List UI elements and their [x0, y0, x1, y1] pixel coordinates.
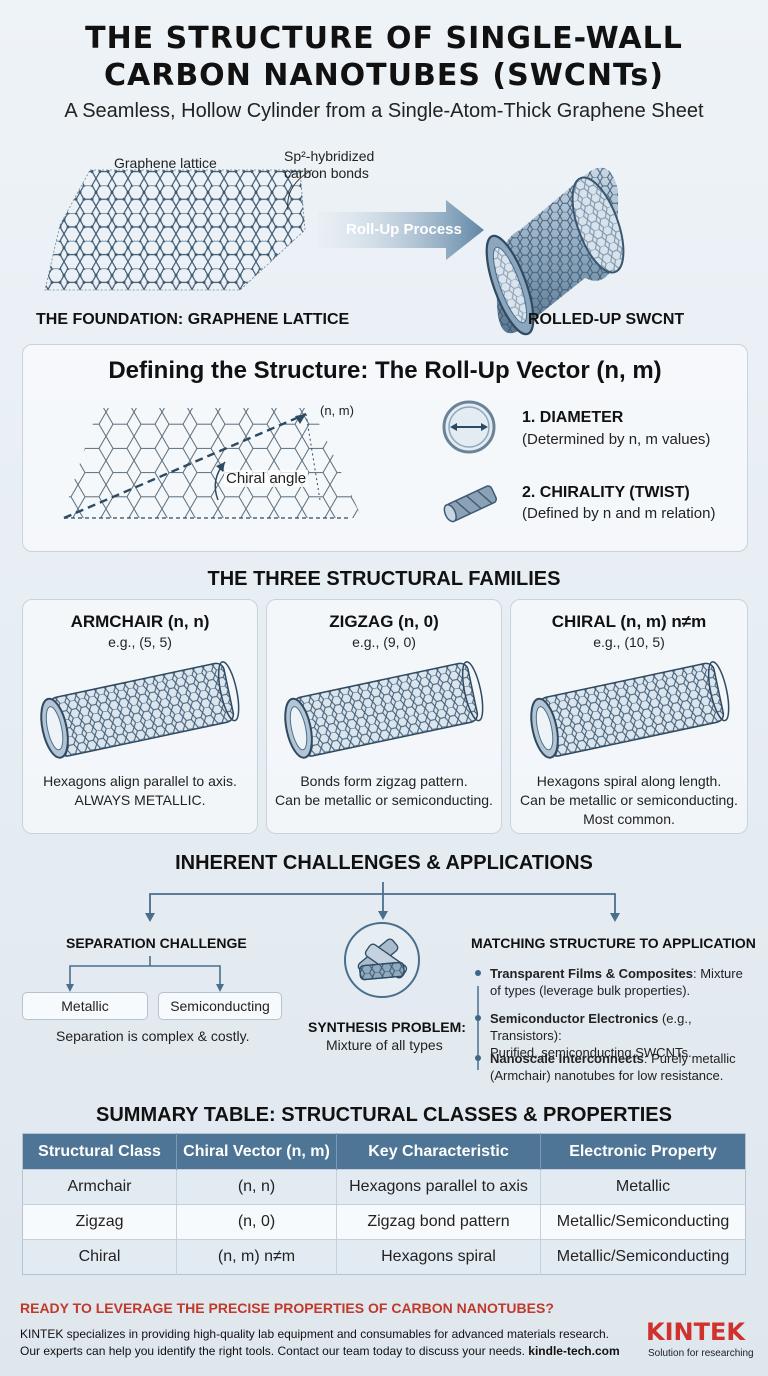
kintek-logo: KINTEK — [646, 1318, 745, 1346]
family-title: CHIRAL (n, m) n≠m — [551, 612, 707, 631]
rolled-up-caption: ROLLED-UP SWCNT — [528, 311, 685, 328]
families-heading: THE THREE STRUCTURAL FAMILIES — [207, 568, 561, 590]
column-header: Structural Class — [22, 1133, 177, 1170]
app-item-line2: (Armchair) nanotubes for low resistance. — [490, 1068, 724, 1083]
semiconducting-pill: Semiconducting — [158, 992, 282, 1020]
separation-note: Separation is complex & costly. — [56, 1028, 250, 1044]
bullet-dot — [475, 1015, 481, 1021]
armchair-nanotube-illustration — [40, 661, 240, 759]
table-row: Zigzag (n, 0) Zigzag bond pattern Metall… — [22, 1204, 746, 1240]
table-row: Armchair (n, n) Hexagons parallel to axi… — [22, 1169, 746, 1205]
table-header-row: Structural Class Chiral Vector (n, m) Ke… — [22, 1133, 746, 1170]
chiral-vector-diagram — [62, 408, 362, 520]
chirality-title: 2. CHIRALITY (TWIST) — [522, 484, 690, 501]
cta-line-2: Our experts can help you identify the ri… — [20, 1344, 525, 1358]
family-desc: Hexagons spiral along length. Can be met… — [511, 772, 747, 829]
synthesis-title: SYNTHESIS PROBLEM: — [308, 1019, 466, 1035]
app-item: Nanoscale Interconnects: Purely metallic… — [490, 1050, 760, 1084]
bond-label: Sp²-hybridized carbon bonds — [284, 148, 374, 182]
family-desc-line: Hexagons spiral along length. — [536, 773, 722, 789]
table-cell: Hexagons parallel to axis — [336, 1169, 541, 1205]
app-item: Transparent Films & Composites: Mixture … — [490, 965, 760, 999]
table-cell: (n, n) — [176, 1169, 337, 1205]
family-desc-line: Most common. — [583, 811, 675, 827]
app-item-line2: of types (leverage bulk properties). — [490, 983, 691, 998]
title-line-1: THE STRUCTURE OF SINGLE-WALL — [85, 21, 683, 56]
family-desc-line: Hexagons align parallel to axis. — [43, 773, 237, 789]
family-desc-line: Can be metallic or semiconducting. — [520, 792, 738, 808]
chiral-nanotube-illustration — [530, 661, 730, 759]
diameter-icon — [442, 400, 496, 454]
page-subtitle: A Seamless, Hollow Cylinder from a Singl… — [64, 100, 704, 122]
roll-up-arrow-label: Roll-Up Process — [346, 221, 462, 238]
column-header: Key Characteristic — [336, 1133, 541, 1170]
roll-up-arrow-icon — [318, 200, 484, 260]
summary-heading: SUMMARY TABLE: STRUCTURAL CLASSES & PROP… — [96, 1104, 672, 1126]
table-cell: Metallic/Semiconducting — [540, 1204, 746, 1240]
graphene-lattice-illustration — [44, 167, 625, 336]
app-item-rest: (e.g., Transistors): — [490, 1011, 692, 1043]
table-cell: Zigzag — [22, 1204, 177, 1240]
challenges-heading: INHERENT CHALLENGES & APPLICATIONS — [175, 852, 593, 874]
family-title: ARMCHAIR (n, n) — [70, 612, 210, 631]
title-line-2: CARBON NANOTUBES (SWCNTs) — [103, 58, 664, 93]
app-item: Semiconductor Electronics (e.g., Transis… — [490, 1010, 765, 1061]
table-cell: Chiral — [22, 1239, 177, 1275]
graphene-lattice-label: Graphene lattice — [114, 155, 217, 171]
summary-table: Structural Class Chiral Vector (n, m) Ke… — [22, 1133, 746, 1275]
table-cell: (n, m) n≠m — [176, 1239, 337, 1275]
family-example: e.g., (9, 0) — [352, 634, 416, 650]
diameter-desc: (Determined by n, m values) — [522, 431, 711, 448]
logo-tagline: Solution for researching — [648, 1348, 754, 1359]
bullet-dot — [475, 970, 481, 976]
family-desc: Bonds form zigzag pattern. Can be metall… — [267, 772, 501, 810]
app-item-bold: Semiconductor Electronics — [490, 1011, 659, 1026]
synthesis-desc: Mixture of all types — [326, 1037, 443, 1053]
family-example: e.g., (10, 5) — [593, 634, 665, 650]
vector-nm-label: (n, m) — [320, 403, 354, 418]
roll-up-vector-title: Defining the Structure: The Roll-Up Vect… — [108, 357, 662, 384]
page-title: THE STRUCTURE OF SINGLE-WALL CARBON NANO… — [0, 20, 768, 94]
metallic-pill: Metallic — [22, 992, 148, 1020]
family-title: ZIGZAG (n, 0) — [329, 612, 439, 631]
table-cell: (n, 0) — [176, 1204, 337, 1240]
app-item-rest: : Mixture — [693, 966, 743, 981]
table-cell: Armchair — [22, 1169, 177, 1205]
table-row: Chiral (n, m) n≠m Hexagons spiral Metall… — [22, 1239, 746, 1275]
table-cell: Zigzag bond pattern — [336, 1204, 541, 1240]
cta-text: KINTEK specializes in providing high-qua… — [20, 1326, 620, 1360]
chiral-angle-label: Chiral angle — [224, 470, 309, 487]
app-item-rest: : Purely metallic — [643, 1051, 736, 1066]
chirality-icon — [443, 485, 497, 523]
column-header: Chiral Vector (n, m) — [176, 1133, 337, 1170]
bond-label-line-1: Sp²-hybridized — [284, 148, 375, 164]
family-desc-line: Can be metallic or semiconducting. — [275, 792, 493, 808]
column-header: Electronic Property — [540, 1133, 746, 1170]
foundation-caption: THE FOUNDATION: GRAPHENE LATTICE — [36, 311, 350, 328]
cta-heading: READY TO LEVERAGE THE PRECISE PROPERTIES… — [20, 1300, 554, 1316]
table-cell: Metallic/Semiconducting — [540, 1239, 746, 1275]
app-item-bold: Transparent Films & Composites — [490, 966, 693, 981]
zigzag-nanotube-illustration — [284, 661, 484, 759]
table-cell: Metallic — [540, 1169, 746, 1205]
diameter-title: 1. DIAMETER — [522, 409, 624, 426]
matching-title: MATCHING STRUCTURE TO APPLICATION — [471, 935, 756, 951]
bond-label-line-2: carbon bonds — [284, 165, 369, 181]
family-desc-line: ALWAYS METALLIC. — [74, 792, 206, 808]
table-cell: Hexagons spiral — [336, 1239, 541, 1275]
separation-title: SEPARATION CHALLENGE — [66, 935, 247, 951]
bullet-dot — [475, 1055, 481, 1061]
cta-line-1: KINTEK specializes in providing high-qua… — [20, 1327, 609, 1341]
family-example: e.g., (5, 5) — [108, 634, 172, 650]
synthesis-tubes-icon — [344, 922, 420, 998]
family-desc: Hexagons align parallel to axis. ALWAYS … — [23, 772, 257, 810]
app-item-bold: Nanoscale Interconnects — [490, 1051, 644, 1066]
cta-site-link[interactable]: kindle-tech.com — [528, 1344, 620, 1358]
family-desc-line: Bonds form zigzag pattern. — [300, 773, 468, 789]
app-item-line2: Purified, semiconducting SWCNTs. — [490, 1045, 692, 1060]
chirality-desc: (Defined by n and m relation) — [522, 505, 716, 522]
